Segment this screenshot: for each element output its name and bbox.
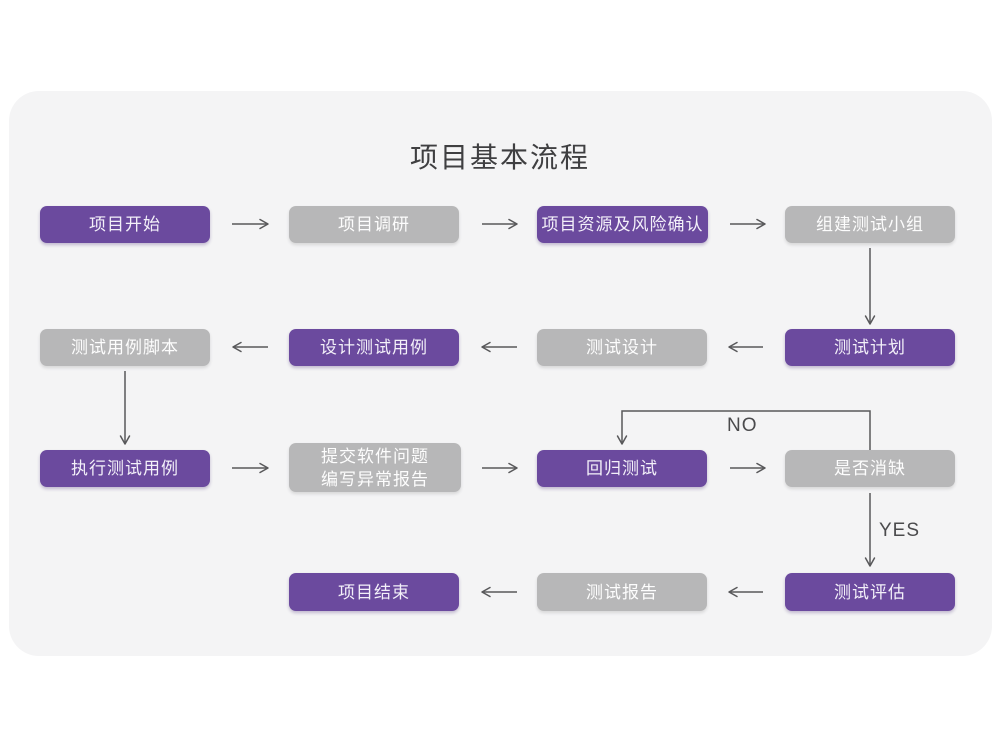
node-label: 执行测试用例 xyxy=(71,459,179,478)
node-regression-test: 回归测试 xyxy=(537,450,707,487)
node-label: 组建测试小组 xyxy=(816,215,924,234)
node-test-evaluation: 测试评估 xyxy=(785,573,955,611)
node-resource-risk-confirm: 项目资源及风险确认 xyxy=(537,206,708,243)
node-defect-cleared: 是否消缺 xyxy=(785,450,955,487)
node-project-start: 项目开始 xyxy=(40,206,210,243)
node-label: 测试报告 xyxy=(586,582,658,602)
node-test-report: 测试报告 xyxy=(537,573,707,611)
node-label: 项目结束 xyxy=(338,582,410,602)
node-test-design: 测试设计 xyxy=(537,329,707,366)
node-run-test-cases: 执行测试用例 xyxy=(40,450,210,487)
diagram-title: 项目基本流程 xyxy=(409,142,590,173)
branch-label-no: NO xyxy=(727,415,758,436)
node-label: 测试用例脚本 xyxy=(71,338,179,357)
node-label: 项目开始 xyxy=(89,215,161,234)
node-label: 测试设计 xyxy=(586,338,658,357)
branch-label-yes: YES xyxy=(879,520,921,541)
node-label: 项目资源及风险确认 xyxy=(541,215,704,234)
node-label: 回归测试 xyxy=(586,459,658,478)
node-submit-issues: 提交软件问题编写异常报告 xyxy=(289,443,461,492)
node-project-research: 项目调研 xyxy=(289,206,459,243)
node-project-end: 项目结束 xyxy=(289,573,459,611)
node-test-case-script: 测试用例脚本 xyxy=(40,329,210,366)
node-label-line: 提交软件问题 xyxy=(321,446,429,466)
node-test-plan: 测试计划 xyxy=(785,329,955,366)
node-label: 设计测试用例 xyxy=(320,338,428,357)
node-label-line: 编写异常报告 xyxy=(321,469,429,489)
node-build-test-team: 组建测试小组 xyxy=(785,206,955,243)
node-label: 项目调研 xyxy=(338,215,410,234)
node-label: 是否消缺 xyxy=(834,459,906,478)
node-label: 测试评估 xyxy=(834,582,906,602)
node-label: 测试计划 xyxy=(834,338,906,357)
node-design-test-cases: 设计测试用例 xyxy=(289,329,459,366)
flowchart-panel xyxy=(9,91,992,656)
